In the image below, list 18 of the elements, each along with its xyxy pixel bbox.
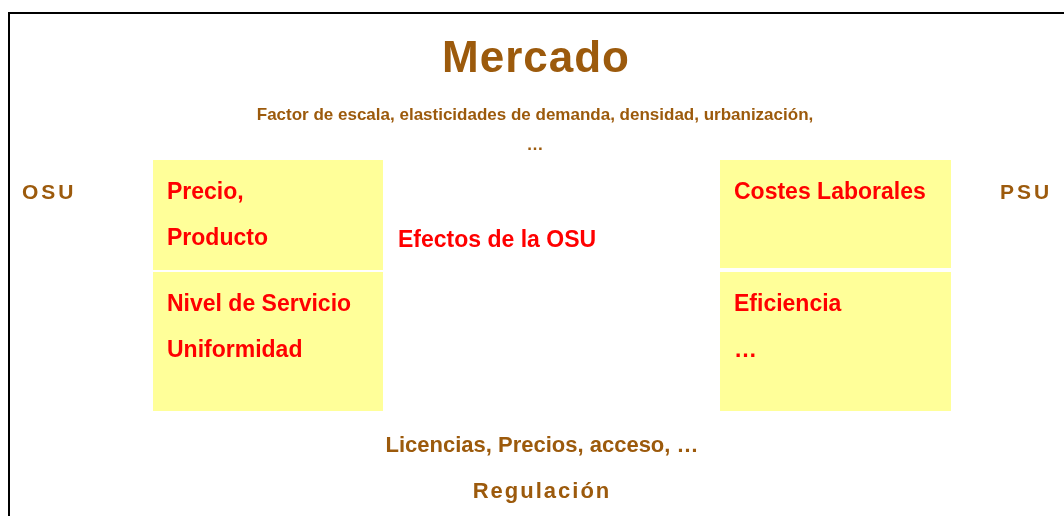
text-panel: [153, 272, 383, 411]
panel-text: Uniformidad: [167, 335, 304, 364]
side-label: PSU: [1000, 180, 1053, 204]
title-text: Mercado: [441, 32, 631, 82]
text-panel: [720, 272, 951, 411]
effect-label: Efectos de la OSU: [398, 226, 597, 253]
panel-text: Eficiencia: [734, 289, 843, 318]
regulation-note: Licencias, Precios, acceso, …: [384, 432, 700, 458]
side-label: OSU: [22, 180, 77, 204]
factor-note: Factor de escala, elasticidades de demanda, densidad, urbanización, …: [255, 104, 815, 156]
panel-text: Precio,: [167, 177, 245, 206]
text-panel: [153, 160, 383, 270]
section-label: Regulación: [471, 478, 613, 504]
panel-text: Producto: [167, 223, 269, 252]
panel-text: Costes Laborales: [734, 177, 927, 206]
panel-text: …: [734, 335, 758, 364]
text-panel: [720, 160, 951, 268]
panel-text: Nivel de Servicio: [167, 289, 353, 318]
